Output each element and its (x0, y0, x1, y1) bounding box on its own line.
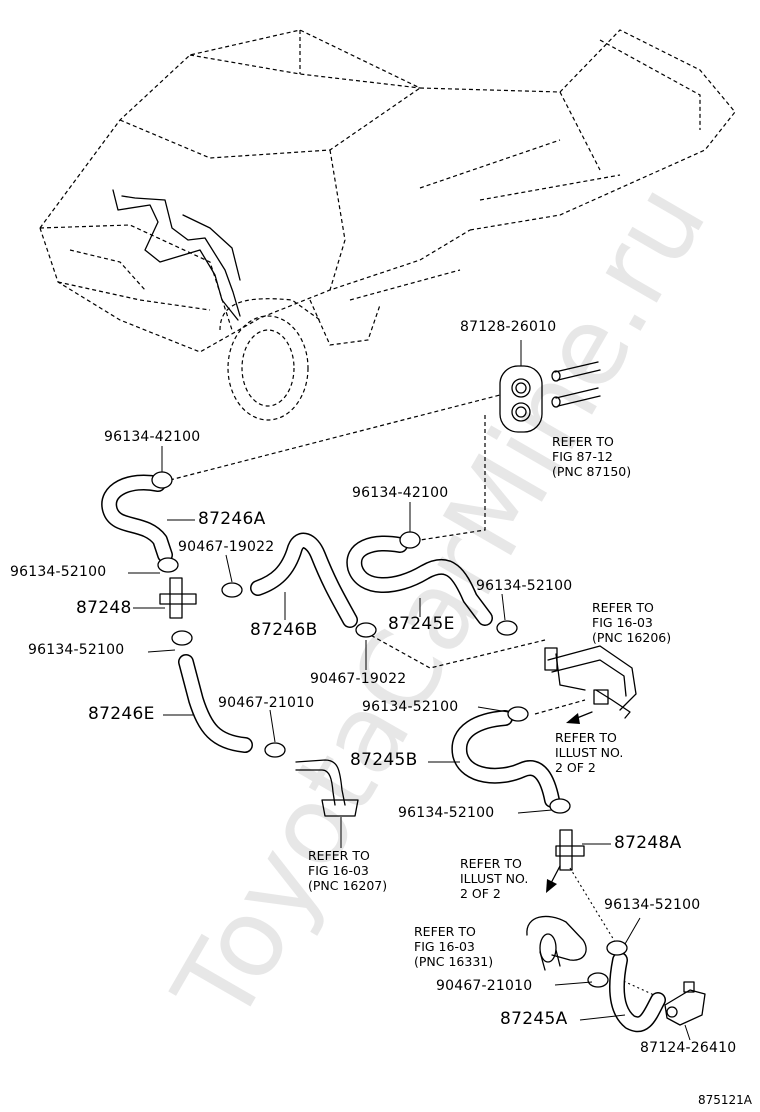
part-label-96134-52100-e: 96134-52100 (398, 805, 495, 821)
hose-87245b (451, 706, 571, 814)
figure-number: 875121A (698, 1093, 753, 1107)
valve-87124 (664, 981, 706, 1026)
part-label-90467-21010: 90467-21010 (218, 695, 315, 711)
reference-note-illust-2-of-2-b: REFER TO ILLUST NO. 2 OF 2 (460, 856, 529, 901)
part-label-90467-21010-b: 90467-21010 (436, 978, 533, 994)
part-label-87245b: 87245B (350, 750, 418, 770)
reference-note-illust-2-of-2: REFER TO ILLUST NO. 2 OF 2 (555, 730, 624, 775)
part-label-96134-42100-b: 96134-42100 (352, 485, 449, 501)
hose-87245a (587, 940, 666, 1033)
part-label-87245e: 87245E (388, 614, 455, 634)
part-label-87246e: 87246E (88, 704, 155, 724)
part-label-96134-52100-c: 96134-52100 (476, 578, 573, 594)
joint-87248 (159, 577, 197, 646)
reference-note-fig-16-03-pnc-16331: REFER TO FIG 16-03 (PNC 16331) (414, 924, 494, 969)
part-label-87248: 87248 (76, 598, 132, 618)
reference-note-fig-16-03-pnc-16207: REFER TO FIG 16-03 (PNC 16207) (308, 848, 388, 893)
part-label-96134-52100: 96134-52100 (10, 564, 107, 580)
part-label-96134-52100-b: 96134-52100 (28, 642, 125, 658)
part-label-87248a: 87248A (614, 833, 682, 853)
hose-87245e (346, 531, 518, 636)
joint-87248a (555, 829, 585, 871)
grommet-87128 (499, 361, 601, 433)
part-label-87128-26010: 87128-26010 (460, 319, 557, 335)
part-label-87124-26410: 87124-26410 (640, 1040, 737, 1056)
water-inlet-16331 (526, 915, 587, 971)
vehicle-hoses (112, 189, 241, 321)
part-label-96134-52100-d: 96134-52100 (362, 699, 459, 715)
part-label-90467-19022-b: 90467-19022 (310, 671, 407, 687)
part-label-96134-52100-f: 96134-52100 (604, 897, 701, 913)
part-label-87246a: 87246A (198, 509, 266, 529)
hose-87246a (101, 471, 179, 573)
part-label-96134-42100: 96134-42100 (104, 429, 201, 445)
pipe-16206 (544, 645, 637, 719)
leader-lines (128, 340, 691, 1041)
pipe-16207 (264, 742, 359, 817)
reference-note-fig-87-12: REFER TO FIG 87-12 (PNC 87150) (552, 434, 632, 479)
hose-87246b (221, 532, 377, 638)
part-label-87246b: 87246B (250, 620, 318, 640)
part-label-87245a: 87245A (500, 1009, 568, 1029)
reference-note-fig-16-03-pnc-16206: REFER TO FIG 16-03 (PNC 16206) (592, 600, 672, 645)
reference-arrows (546, 711, 593, 893)
part-label-90467-19022: 90467-19022 (178, 539, 275, 555)
hose-87246e (178, 654, 253, 753)
vehicle-outline (39, 29, 736, 421)
